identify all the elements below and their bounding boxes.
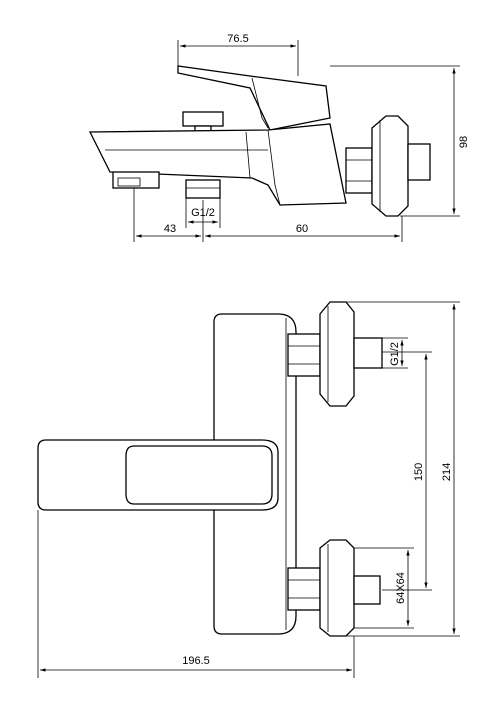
side-view: 76.5 98 G1/2 43 60 <box>88 33 470 242</box>
dim-196-5: 196.5 <box>182 655 210 667</box>
dim-98: 98 <box>458 136 470 148</box>
front-top-hex <box>287 333 321 377</box>
front-view: G1/2 150 214 64X64 196.5 <box>37 301 460 678</box>
side-diverter-knob <box>182 111 224 127</box>
side-inlet-hex <box>345 147 373 194</box>
dim-76-5: 76.5 <box>227 33 248 45</box>
dim-64x64: 64X64 <box>395 572 407 604</box>
side-inlet-pipe <box>407 143 431 181</box>
side-handle-lever <box>177 65 331 131</box>
side-inlet-flange <box>371 115 409 217</box>
side-spout-outlet <box>112 171 160 189</box>
dim-43: 43 <box>164 223 176 235</box>
dim-60: 60 <box>296 223 308 235</box>
front-bottom-hex <box>287 567 321 611</box>
front-top-flange <box>319 301 355 407</box>
dim-150: 150 <box>413 463 425 481</box>
front-bottom-pipe <box>353 575 381 605</box>
side-bottom-outlet <box>185 179 221 199</box>
front-top-pipe <box>353 337 383 369</box>
dim-214: 214 <box>441 463 453 481</box>
front-bottom-flange <box>319 539 355 637</box>
dim-g1-2-inlet: G1/2 <box>389 342 401 366</box>
front-handle-block <box>125 445 273 505</box>
